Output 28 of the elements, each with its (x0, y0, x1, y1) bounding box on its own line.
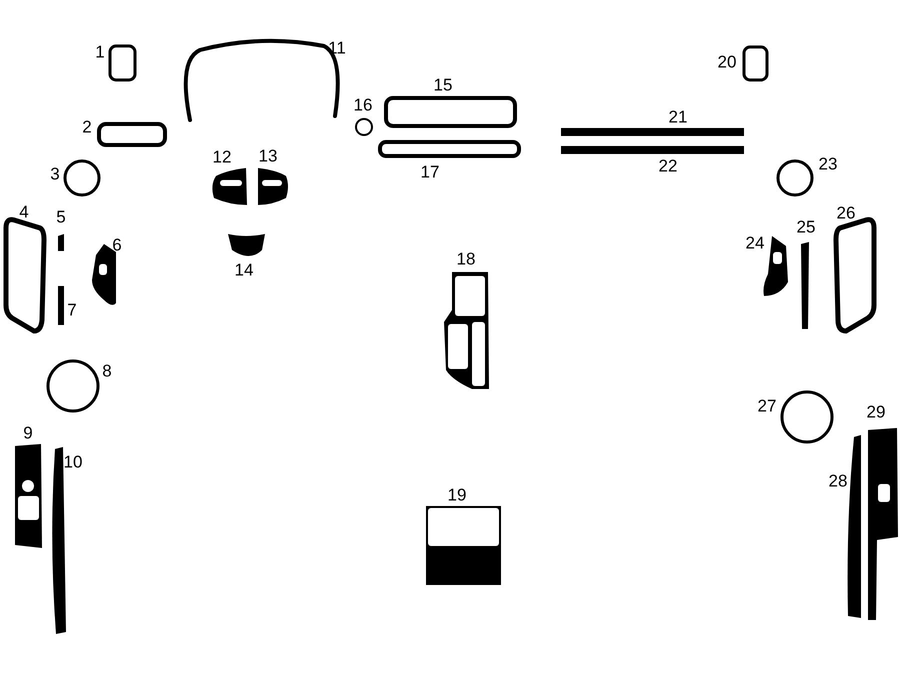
callout-number: 17 (420, 164, 440, 180)
callout-number: 27 (758, 398, 776, 414)
callout-number: 24 (746, 234, 764, 252)
callout-number: 5 (56, 208, 66, 226)
callout-number: 6 (112, 236, 122, 254)
callout-number: 10 (64, 454, 82, 470)
callout-number: 7 (67, 302, 77, 318)
callout-number: 12 (212, 148, 232, 166)
callout-number: 25 (796, 218, 816, 236)
callout-number: 22 (658, 158, 678, 174)
callout-number: 13 (258, 148, 278, 164)
callout-number: 15 (434, 76, 452, 94)
callout-number: 26 (836, 204, 856, 222)
callout-number: 2 (82, 118, 92, 136)
callout-number: 19 (448, 486, 466, 504)
callout-number: 20 (718, 54, 736, 70)
callout-number: 9 (23, 424, 33, 442)
callout-number: 29 (866, 404, 886, 420)
callout-number: 16 (354, 96, 372, 114)
callout-number: 1 (95, 44, 105, 60)
callout-number: 21 (668, 108, 688, 126)
callout-number: 18 (456, 250, 476, 268)
callout-number: 23 (818, 156, 838, 172)
callout-number: 28 (828, 472, 848, 490)
callout-number: 3 (50, 166, 60, 182)
callout-number: 14 (234, 262, 254, 278)
callout-number: 8 (102, 362, 112, 380)
callout-number: 4 (19, 204, 29, 220)
